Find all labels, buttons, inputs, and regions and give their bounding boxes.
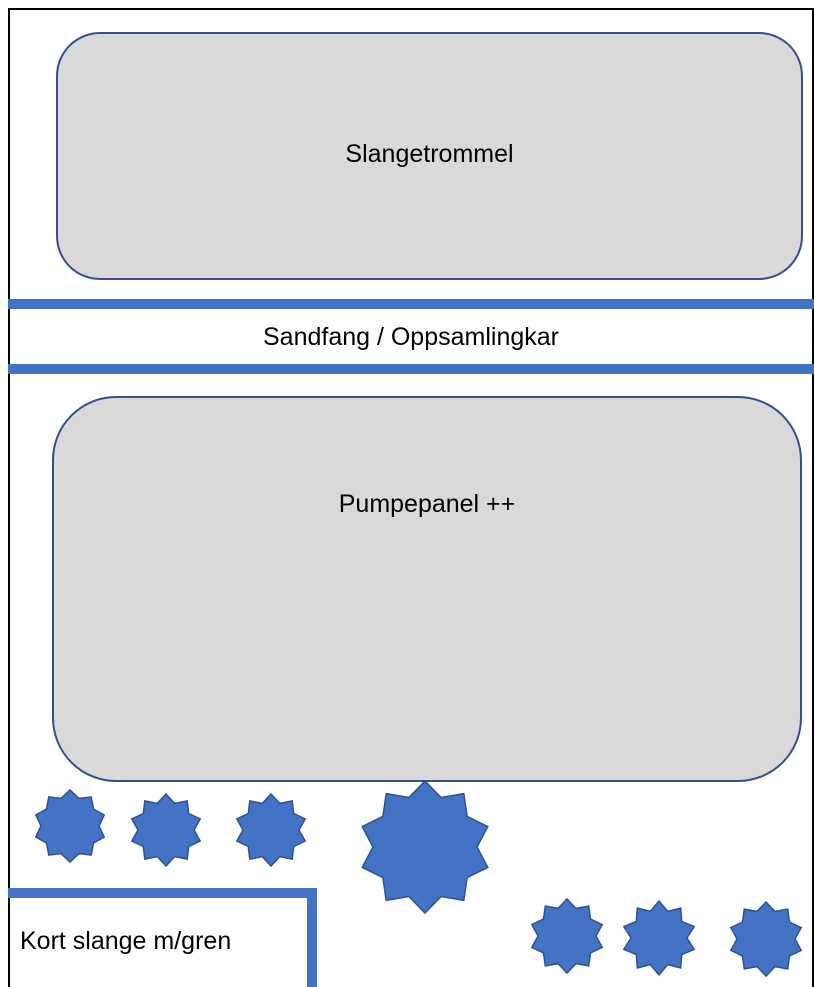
hose-reel-box: Slangetrommel [56,32,803,280]
pump-panel-box: Pumpepanel ++ [52,396,802,782]
pump-panel-label: Pumpepanel ++ [338,490,516,518]
short-hose-frame [8,888,317,987]
sand-trap-bottom-bar [8,364,814,374]
sand-trap-top-bar [8,299,814,309]
short-hose-label: Kort slange m/gren [20,927,232,955]
sand-trap-label: Sandfang / Oppsamlingkar [262,322,559,351]
diagram-frame [8,8,814,987]
hose-reel-label: Slangetrommel [345,139,514,168]
